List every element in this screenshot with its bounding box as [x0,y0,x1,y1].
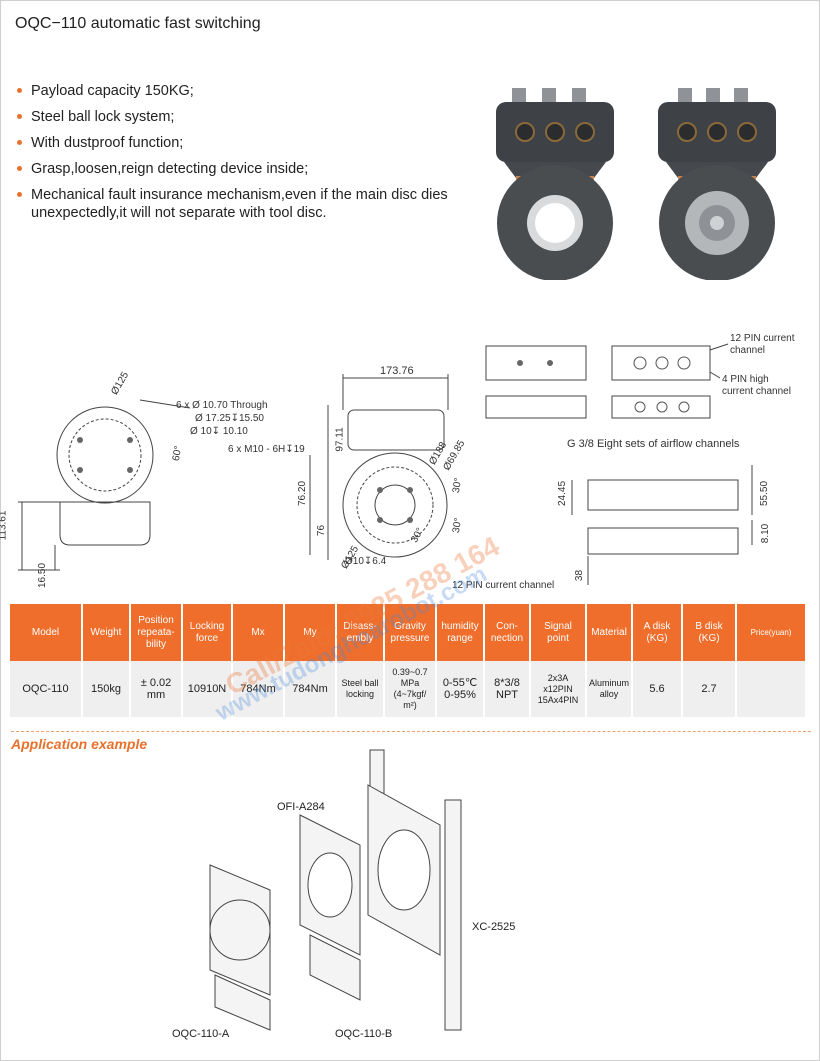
table-header-cell: Model [10,604,83,661]
dim-d10-6: Ø10↧6.4 [345,556,387,567]
dim-55: 55.50 [759,480,771,507]
frame-rail-xc2525 [444,799,462,1031]
label-oqc-a: OQC-110-A [172,1028,230,1040]
feature-item: With dustproof function; [17,134,457,152]
bullet-dot-icon [17,140,22,145]
feature-item: Grasp,loosen,reign detecting device insi… [17,160,457,178]
table-header-cell: Gravity pressure [384,604,437,661]
table-cell: 5.6 [632,661,684,717]
spec-table: Model Weight Position repeata-bility Loc… [10,604,808,717]
label-4pin-line1: 4 PIN high [722,374,769,385]
label-ofi: OFI-A284 [277,801,325,813]
table-header-cell: humidity range [436,604,485,661]
label-xc: XC-2525 [472,921,516,933]
table-cell: 0-55℃ 0-95% [436,661,485,717]
dim-24: 24.45 [557,480,569,507]
dim-8: 8.10 [760,523,772,544]
table-header-cell: Con-nection [484,604,531,661]
table-cell: 784Nm [232,661,285,717]
label-4pin-line2: current channel [722,386,791,397]
dim-173: 173.76 [380,365,414,377]
table-cell: 10910N [182,661,233,717]
feature-item: Steel ball lock system; [17,108,457,126]
application-drawing [209,749,462,1031]
dim-113: 113.61 [0,510,9,541]
label-airflow: G 3/8 Eight sets of airflow channels [567,438,740,450]
dim-counterbore: Ø 17.25↧15.50 [195,413,264,424]
table-header-cell: Weight [82,604,131,661]
bullet-dot-icon [17,166,22,171]
label-oqc-b: OQC-110-B [335,1028,393,1040]
bullet-dot-icon [17,192,22,197]
table-header-cell: A disk (KG) [632,604,684,661]
table-cell: OQC-110 [10,661,83,717]
label-12pin-bottom: 12 PIN current channel [452,580,555,591]
table-cell: 2x3A x12PIN 15Ax4PIN [530,661,587,717]
dim-97: 97.11 [334,427,346,452]
table-cell: 8*3/8 NPT [484,661,531,717]
table-header-cell: Material [586,604,634,661]
table-cell: Aluminum alloy [586,661,634,717]
dim-38: 38 [574,569,586,582]
product-photo [496,88,776,280]
table-header-cell: Mx [232,604,285,661]
dim-holes-through: 6 x Ø 10.70 Through [176,400,268,411]
table-header-cell: Disass-embly [336,604,385,661]
table-cell: 0.39~0.7 MPa (4~7kgf/ m²) [384,661,437,717]
product-a-disk-image [496,88,614,280]
product-b-disk-image [658,88,776,280]
label-12pin-line2: channel [730,345,766,356]
table-cell: 2.7 [682,661,738,717]
dim-16: 16.50 [37,562,49,589]
label-12pin-line1: 12 PIN current [730,333,795,344]
table-header-cell: B disk (KG) [682,604,738,661]
table-header-row: Model Weight Position repeata-bility Loc… [10,604,808,661]
table-header-cell: Price(yuan) [736,604,808,661]
table-row: OQC-110 150kg ± 0.02 mm 10910N 784Nm 784… [10,661,808,717]
bullet-dot-icon [17,114,22,119]
table-cell: 150kg [82,661,131,717]
table-header-cell: My [284,604,337,661]
technical-drawings: Ø125 6 x Ø 10.70 Through Ø 17.25↧15.50 Ø… [0,330,820,605]
table-header-cell: Position repeata-bility [130,604,183,661]
feature-item: Mechanical fault insurance mechanism,eve… [17,186,457,222]
dim-m10: 6 x M10 - 6H↧19 [228,444,305,455]
drawing-lines [18,343,753,585]
dim-76: 76 [316,524,328,537]
dim-d10: Ø 10↧ 10.10 [190,426,248,437]
table-header-cell: Signal point [530,604,587,661]
table-cell: 784Nm [284,661,337,717]
page-title: OQC−110 automatic fast switching [15,15,261,32]
table-cell [736,661,808,717]
table-header-cell: Locking force [182,604,233,661]
table-cell: ± 0.02 mm [130,661,183,717]
table-cell: Steel ball locking [336,661,385,717]
feature-list: Payload capacity 150KG; Steel ball lock … [17,82,457,230]
application-title: Application example [11,731,812,752]
bullet-dot-icon [17,88,22,93]
dim-76-20: 76.20 [297,480,309,507]
feature-item: Payload capacity 150KG; [17,82,457,100]
